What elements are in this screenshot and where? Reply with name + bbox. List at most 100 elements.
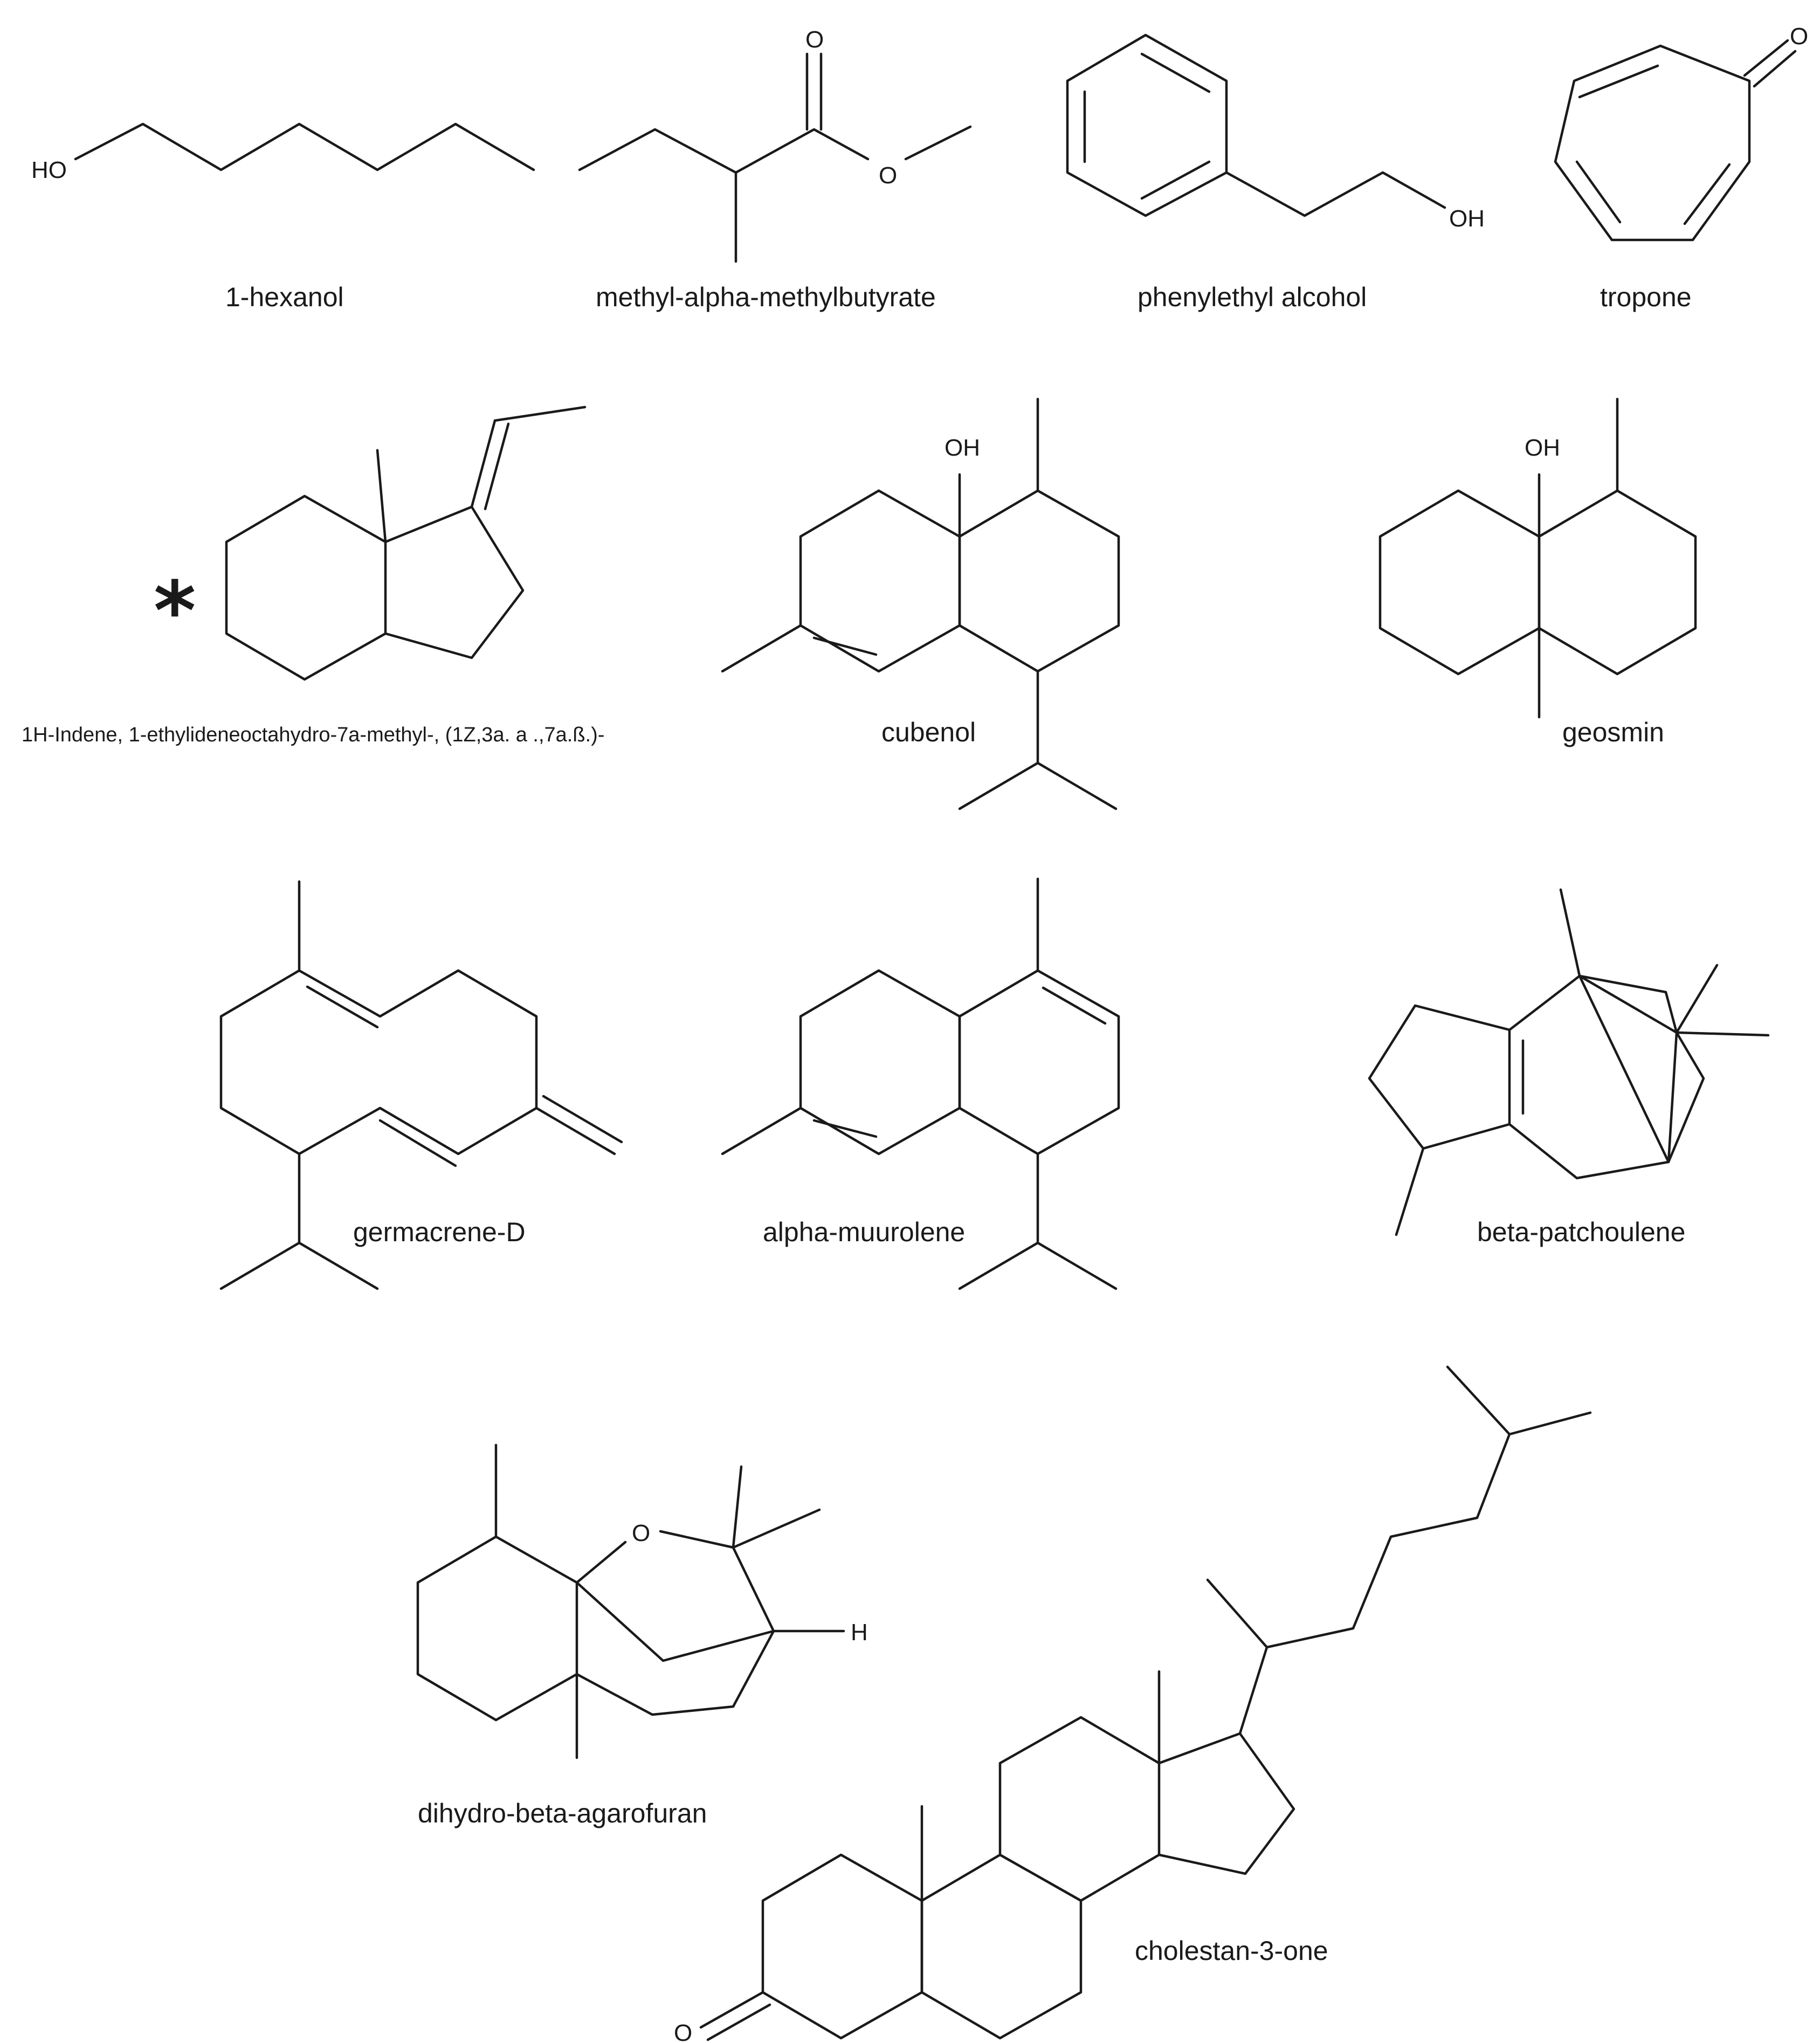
- steroid-ring-d: [1157, 1732, 1295, 1875]
- ketone-bond-2: [706, 2003, 771, 2041]
- patchoulene-five-ring: [1368, 1004, 1511, 1150]
- muurolene-double-1: [812, 1119, 878, 1138]
- patchoulene-bridge-1: [1578, 974, 1678, 1034]
- compound-name-cubenol: cubenol: [881, 717, 976, 747]
- germacrene-ring: [219, 969, 538, 1155]
- atom-label-carbonyl-o: O: [805, 26, 824, 53]
- atom-label-ho: HO: [31, 157, 67, 183]
- ethylidene-bond-1: [470, 419, 497, 508]
- atom-label-oh: OH: [1449, 205, 1485, 232]
- agarofuran-bridge-2: [575, 1629, 775, 1716]
- atom-label-agarofuran-o: O: [632, 1520, 650, 1546]
- structure-indene: * 1H-Indene, 1-ethylideneoctahydro-7a-me…: [22, 405, 604, 746]
- atom-label-tropone-o: O: [1790, 23, 1808, 50]
- cholestane-side-chain: [1238, 1411, 1592, 1735]
- ethyl-chain: [1225, 171, 1446, 217]
- agarofuran-o-c-bond: [659, 1530, 735, 1549]
- structure-cubenol: OH cubenol: [721, 397, 1120, 810]
- tropone-ring: [1554, 44, 1751, 242]
- side-chain-methyl: [1206, 1578, 1269, 1649]
- patchoulene-seven-ring: [1508, 974, 1678, 1180]
- germacrene-isopropyl: [219, 1152, 301, 1290]
- structure-1-hexanol: HO 1-hexanol: [31, 122, 535, 312]
- tropone-inner-bond-2: [1575, 160, 1622, 224]
- agarofuran-gem-methyl-2: [732, 1508, 821, 1549]
- agarofuran-ring: [416, 1535, 578, 1722]
- marker-asterisk: *: [154, 565, 196, 658]
- tropone-inner-bond-1: [1578, 64, 1659, 99]
- compound-name-beta-patchoulene: beta-patchoulene: [1477, 1217, 1685, 1247]
- compound-name-phenylethyl-alcohol: phenylethyl alcohol: [1138, 282, 1367, 312]
- atom-label-ketone-o: O: [674, 2020, 692, 2043]
- cubenol-isopropyl-2: [1036, 761, 1118, 810]
- structure-alpha-muurolene: alpha-muurolene: [721, 877, 1120, 1290]
- germacrene-exo-2: [542, 1095, 623, 1144]
- muurolene-isopropyl: [958, 1152, 1039, 1290]
- ester-backbone: [578, 128, 870, 174]
- structure-methyl-alpha-methylbutyrate: O O methyl-alpha-methylbutyrate: [578, 26, 972, 312]
- ketone-bond-1: [699, 1991, 764, 2029]
- muurolene-isopropyl-2: [1036, 1241, 1118, 1290]
- compound-name-alpha-muurolene: alpha-muurolene: [763, 1217, 965, 1247]
- agarofuran-gem-methyl-1: [732, 1465, 743, 1549]
- indene-six-ring: [225, 494, 387, 681]
- cubenol-right-ring: [958, 489, 1120, 673]
- indene-five-ring: [384, 505, 525, 659]
- atom-label-agarofuran-h: H: [851, 1619, 868, 1646]
- compound-name-germacrene-d: germacrene-D: [353, 1217, 526, 1247]
- patchoulene-methyl-top: [1559, 888, 1581, 978]
- germacrene-double-2: [378, 1119, 457, 1167]
- benzene-inner-bond-1: [1140, 52, 1211, 93]
- tropone-carbonyl-1: [1743, 39, 1789, 77]
- muurolene-double-2: [1042, 986, 1107, 1025]
- agarofuran-bridge-1: [575, 1581, 775, 1662]
- germacrene-exo-1: [535, 1106, 616, 1155]
- steroid-ring-c: [998, 1716, 1161, 1902]
- methoxy-bond: [904, 125, 972, 161]
- muurolene-left-ring: [799, 969, 961, 1155]
- cubenol-left-ring: [799, 489, 961, 673]
- patchoulene-bridge-2: [1667, 1031, 1705, 1164]
- patchoulene-methyl-gem-1: [1675, 964, 1719, 1034]
- cubenol-double-bond: [812, 636, 878, 656]
- structure-phenylethyl-alcohol: OH phenylethyl alcohol: [1066, 33, 1485, 312]
- side-chain-terminal-methyl: [1446, 1365, 1511, 1436]
- compound-name-1-hexanol: 1-hexanol: [225, 282, 344, 312]
- compound-name-methyl-alpha-methylbutyrate: methyl-alpha-methylbutyrate: [596, 282, 936, 312]
- muurolene-methyl-left: [721, 1106, 802, 1155]
- structure-geosmin: OH geosmin: [1378, 397, 1697, 747]
- steroid-ring-b: [920, 1853, 1083, 2040]
- cubenol-methyl-left: [721, 624, 802, 673]
- ethylidene-bond-2: [484, 422, 510, 511]
- patchoulene-bridge-3: [1578, 974, 1670, 1164]
- atom-label-geosmin-oh: OH: [1525, 435, 1560, 461]
- structure-beta-patchoulene: beta-patchoulene: [1368, 888, 1770, 1247]
- germacrene-isopropyl-2: [298, 1241, 379, 1290]
- agarofuran-c-ch: [732, 1546, 775, 1633]
- structure-cholestan-3-one: O cholestan-3-one: [674, 1365, 1592, 2043]
- patchoulene-methyl-gem-2: [1675, 1031, 1770, 1037]
- patchoulene-methyl-bottom: [1395, 1147, 1425, 1236]
- compound-name-geosmin: geosmin: [1562, 717, 1664, 747]
- structure-germacrene-d: germacrene-D: [219, 880, 623, 1290]
- agarofuran-c-o-bond: [575, 1540, 627, 1584]
- germacrene-double-1: [306, 985, 379, 1029]
- muurolene-right-ring: [958, 969, 1120, 1155]
- tropone-inner-bond-3: [1683, 163, 1731, 225]
- compound-name-cholestan-3-one: cholestan-3-one: [1135, 1936, 1328, 1966]
- geosmin-right-ring: [1538, 489, 1697, 676]
- atom-label-ester-o: O: [879, 162, 897, 189]
- benzene-ring: [1066, 33, 1228, 217]
- benzene-inner-bond-2: [1140, 160, 1211, 200]
- hexanol-chain: [74, 122, 535, 171]
- geosmin-left-ring: [1378, 489, 1541, 676]
- structure-dihydro-beta-agarofuran: O H dihydro-beta-agarofuran: [416, 1443, 868, 1828]
- ethylidene-methyl: [493, 405, 587, 422]
- structure-tropone: O tropone: [1554, 23, 1808, 312]
- compound-name-indene: 1H-Indene, 1-ethylideneoctahydro-7a-meth…: [22, 724, 604, 746]
- tropone-carbonyl-2: [1753, 50, 1797, 88]
- compound-name-dihydro-beta-agarofuran: dihydro-beta-agarofuran: [418, 1798, 707, 1828]
- compound-name-tropone: tropone: [1600, 282, 1692, 312]
